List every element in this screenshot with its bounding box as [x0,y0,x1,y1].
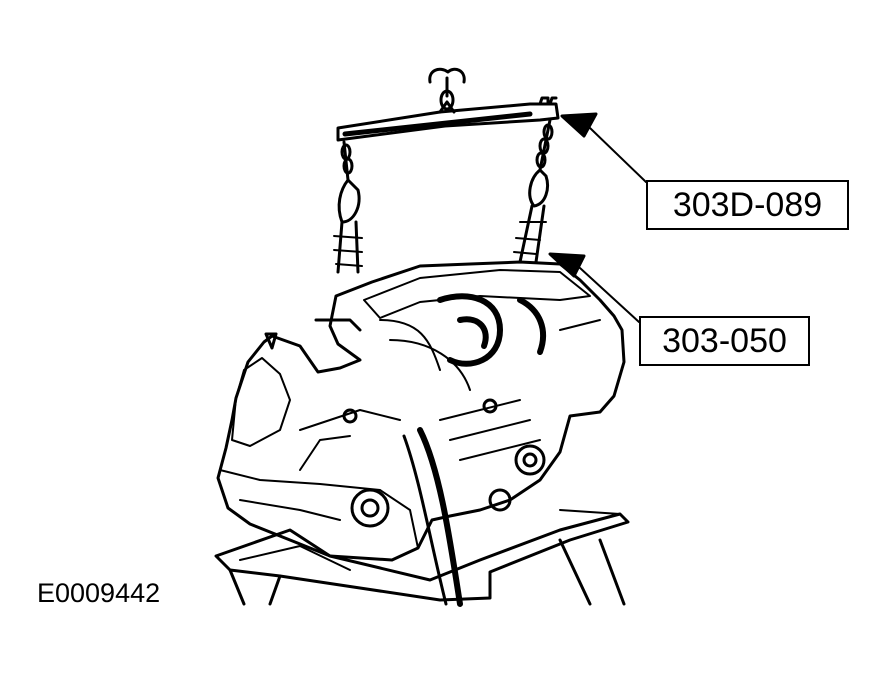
right-lifting-chain [513,118,554,264]
transaxle-housing [219,332,419,549]
callout-leader-1 [560,112,647,183]
engine-block [216,260,626,562]
callout-label-engine-stand: 303-050 [639,316,810,366]
callout-label-lifting-bracket: 303D-089 [646,180,849,230]
lifting-bracket [336,96,560,142]
engine-stand [214,427,630,607]
crane-hook [428,67,466,111]
figure-id-label: E0009442 [37,578,161,608]
left-lifting-chain [333,140,363,274]
callout-leader-2 [548,252,640,323]
